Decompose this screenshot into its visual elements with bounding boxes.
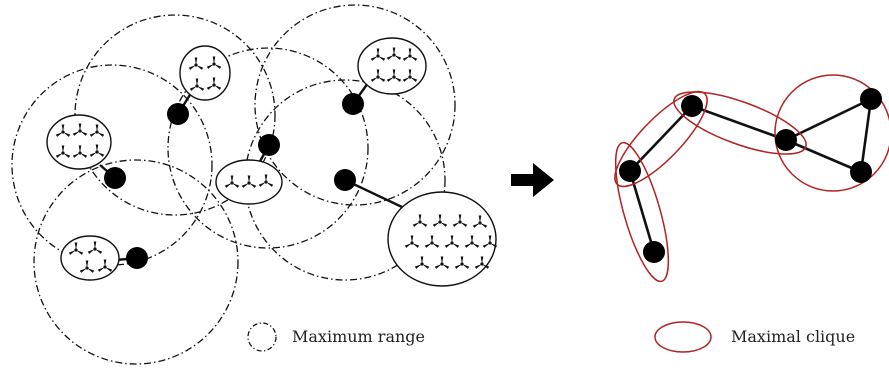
- node: [681, 95, 703, 117]
- legend-max-range-label: Maximum range: [292, 327, 425, 346]
- cluster-outlines: [46, 37, 497, 287]
- dashed-circle-icon: [247, 322, 277, 352]
- node: [850, 161, 872, 183]
- turbine-cluster: [46, 114, 112, 170]
- node: [334, 169, 356, 191]
- range-circle: [244, 79, 446, 281]
- edge: [785, 138, 862, 174]
- node: [860, 88, 882, 110]
- graph-nodes: [619, 88, 882, 263]
- legend-clique-label: Maximal clique: [731, 327, 855, 346]
- clique-ellipse: [774, 74, 889, 192]
- turbine-cluster: [357, 37, 427, 95]
- node: [104, 167, 126, 189]
- range-circle: [33, 159, 239, 365]
- range-circle: [167, 47, 369, 249]
- turbine-cluster: [387, 191, 497, 287]
- edge: [859, 98, 873, 173]
- node: [619, 160, 641, 182]
- turbine-cluster: [60, 235, 120, 281]
- node: [126, 247, 148, 269]
- turbine-cluster: [179, 45, 231, 101]
- range-circle: [11, 64, 213, 266]
- maximal-cliques: [614, 74, 889, 283]
- clique-ellipse: [614, 141, 670, 283]
- node: [342, 93, 364, 115]
- node: [167, 103, 189, 125]
- edge: [691, 104, 787, 142]
- node: [258, 134, 280, 156]
- edge: [785, 97, 872, 142]
- range-circle: [74, 14, 276, 216]
- range-circles: [11, 4, 456, 365]
- range-circle: [254, 4, 456, 206]
- ellipse-icon: [654, 321, 712, 353]
- left-nodes: [104, 93, 364, 269]
- legend: Maximum range Maximal clique: [247, 321, 855, 353]
- edge: [628, 170, 656, 253]
- graph-edges: [628, 97, 873, 253]
- clique-ellipse: [614, 90, 708, 188]
- right-arrow-icon: [511, 163, 554, 197]
- node: [775, 129, 797, 151]
- clique-ellipse: [673, 91, 807, 155]
- node: [643, 241, 665, 263]
